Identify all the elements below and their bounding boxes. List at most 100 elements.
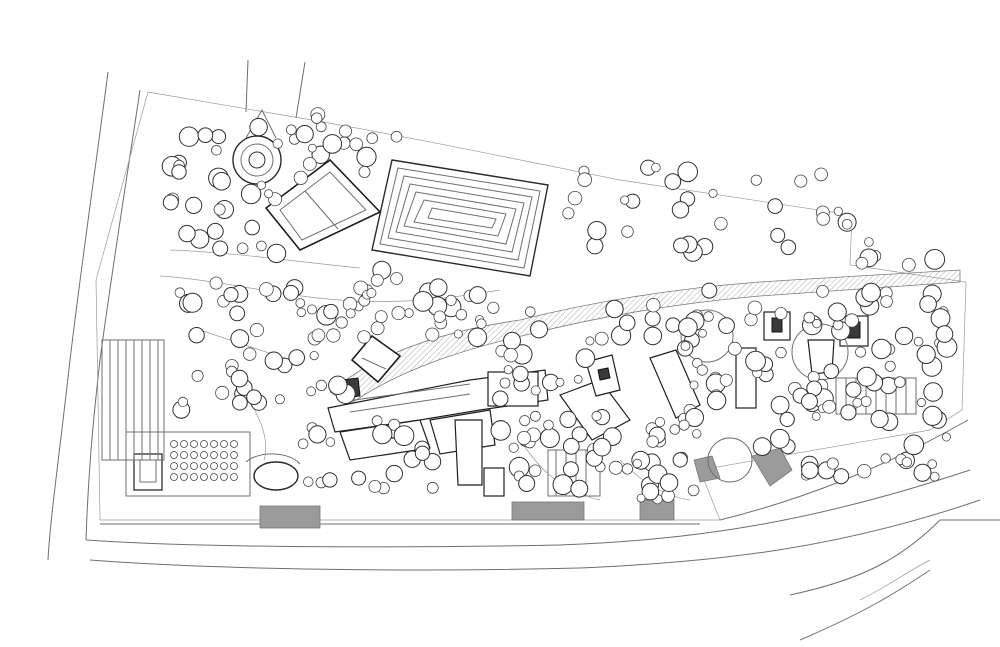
tree — [296, 307, 307, 318]
table — [210, 451, 218, 459]
tree — [303, 476, 314, 487]
tree — [901, 257, 916, 272]
tree — [185, 196, 203, 214]
tree — [293, 170, 308, 185]
table-grid — [170, 440, 238, 481]
tree — [162, 194, 179, 211]
tree — [903, 434, 925, 456]
tree — [322, 134, 343, 154]
table — [200, 473, 208, 481]
table — [230, 451, 238, 459]
tree — [391, 306, 406, 321]
tree — [177, 396, 188, 407]
table — [220, 473, 228, 481]
tree — [770, 428, 790, 449]
tree — [211, 129, 227, 145]
tree — [372, 424, 393, 445]
table — [210, 473, 218, 481]
tree — [779, 411, 795, 427]
tree — [215, 385, 230, 400]
tree — [646, 435, 659, 448]
tree — [696, 364, 708, 376]
tree — [857, 464, 872, 479]
tree — [913, 463, 932, 482]
tree — [503, 348, 518, 363]
tree — [429, 278, 448, 297]
tree — [467, 327, 488, 347]
tree — [229, 305, 246, 322]
tree — [326, 328, 341, 343]
table — [230, 440, 238, 448]
tree — [295, 125, 314, 144]
table — [210, 440, 218, 448]
table — [170, 462, 178, 470]
tree — [476, 318, 487, 329]
tree — [841, 219, 853, 230]
tree — [335, 316, 348, 329]
tree — [930, 308, 951, 329]
tree — [512, 365, 529, 383]
tree — [855, 256, 869, 270]
tree — [586, 237, 604, 255]
table — [180, 440, 188, 448]
tree — [433, 310, 446, 323]
tree — [803, 311, 816, 324]
tree — [816, 284, 829, 298]
tree — [559, 410, 577, 428]
tree — [524, 306, 536, 318]
tree — [823, 363, 840, 380]
tree — [518, 475, 536, 492]
tree — [673, 237, 689, 254]
tree — [587, 221, 607, 241]
tree — [490, 420, 511, 441]
tree — [689, 380, 699, 390]
tree — [311, 328, 326, 343]
tree — [492, 390, 509, 407]
tree — [242, 347, 257, 361]
tree — [171, 164, 187, 180]
tree — [703, 311, 714, 322]
tree — [272, 138, 283, 149]
tree — [555, 377, 565, 387]
tree — [323, 303, 339, 320]
tree — [393, 425, 415, 447]
tree — [285, 124, 297, 136]
round-garden — [232, 108, 282, 185]
tree — [577, 172, 592, 188]
tree — [664, 173, 682, 191]
tree — [174, 287, 186, 298]
tree — [322, 472, 338, 488]
table — [170, 440, 178, 448]
tree — [567, 190, 583, 206]
tree — [552, 474, 574, 496]
tree — [744, 312, 758, 327]
tree — [826, 457, 839, 470]
tree — [311, 112, 323, 124]
tree — [929, 471, 940, 482]
tree — [283, 284, 299, 301]
tree — [370, 321, 385, 336]
tree — [680, 341, 691, 351]
tree — [706, 390, 727, 411]
tree — [685, 408, 704, 427]
tree — [206, 222, 224, 240]
tree — [390, 272, 404, 285]
tree — [801, 392, 818, 410]
tree — [308, 425, 327, 444]
lawn-circle-2 — [707, 437, 753, 483]
tree — [812, 318, 822, 329]
tree — [644, 310, 661, 327]
tree — [249, 322, 264, 338]
tree — [719, 373, 733, 387]
tree — [357, 330, 371, 344]
tree — [654, 416, 666, 428]
tree — [678, 317, 698, 338]
tree — [923, 382, 943, 402]
lawn-circle — [680, 309, 734, 363]
table — [180, 462, 188, 470]
tree — [916, 344, 936, 364]
tree — [701, 282, 718, 299]
tree — [249, 117, 268, 137]
tree — [901, 457, 913, 468]
tree — [941, 432, 951, 442]
